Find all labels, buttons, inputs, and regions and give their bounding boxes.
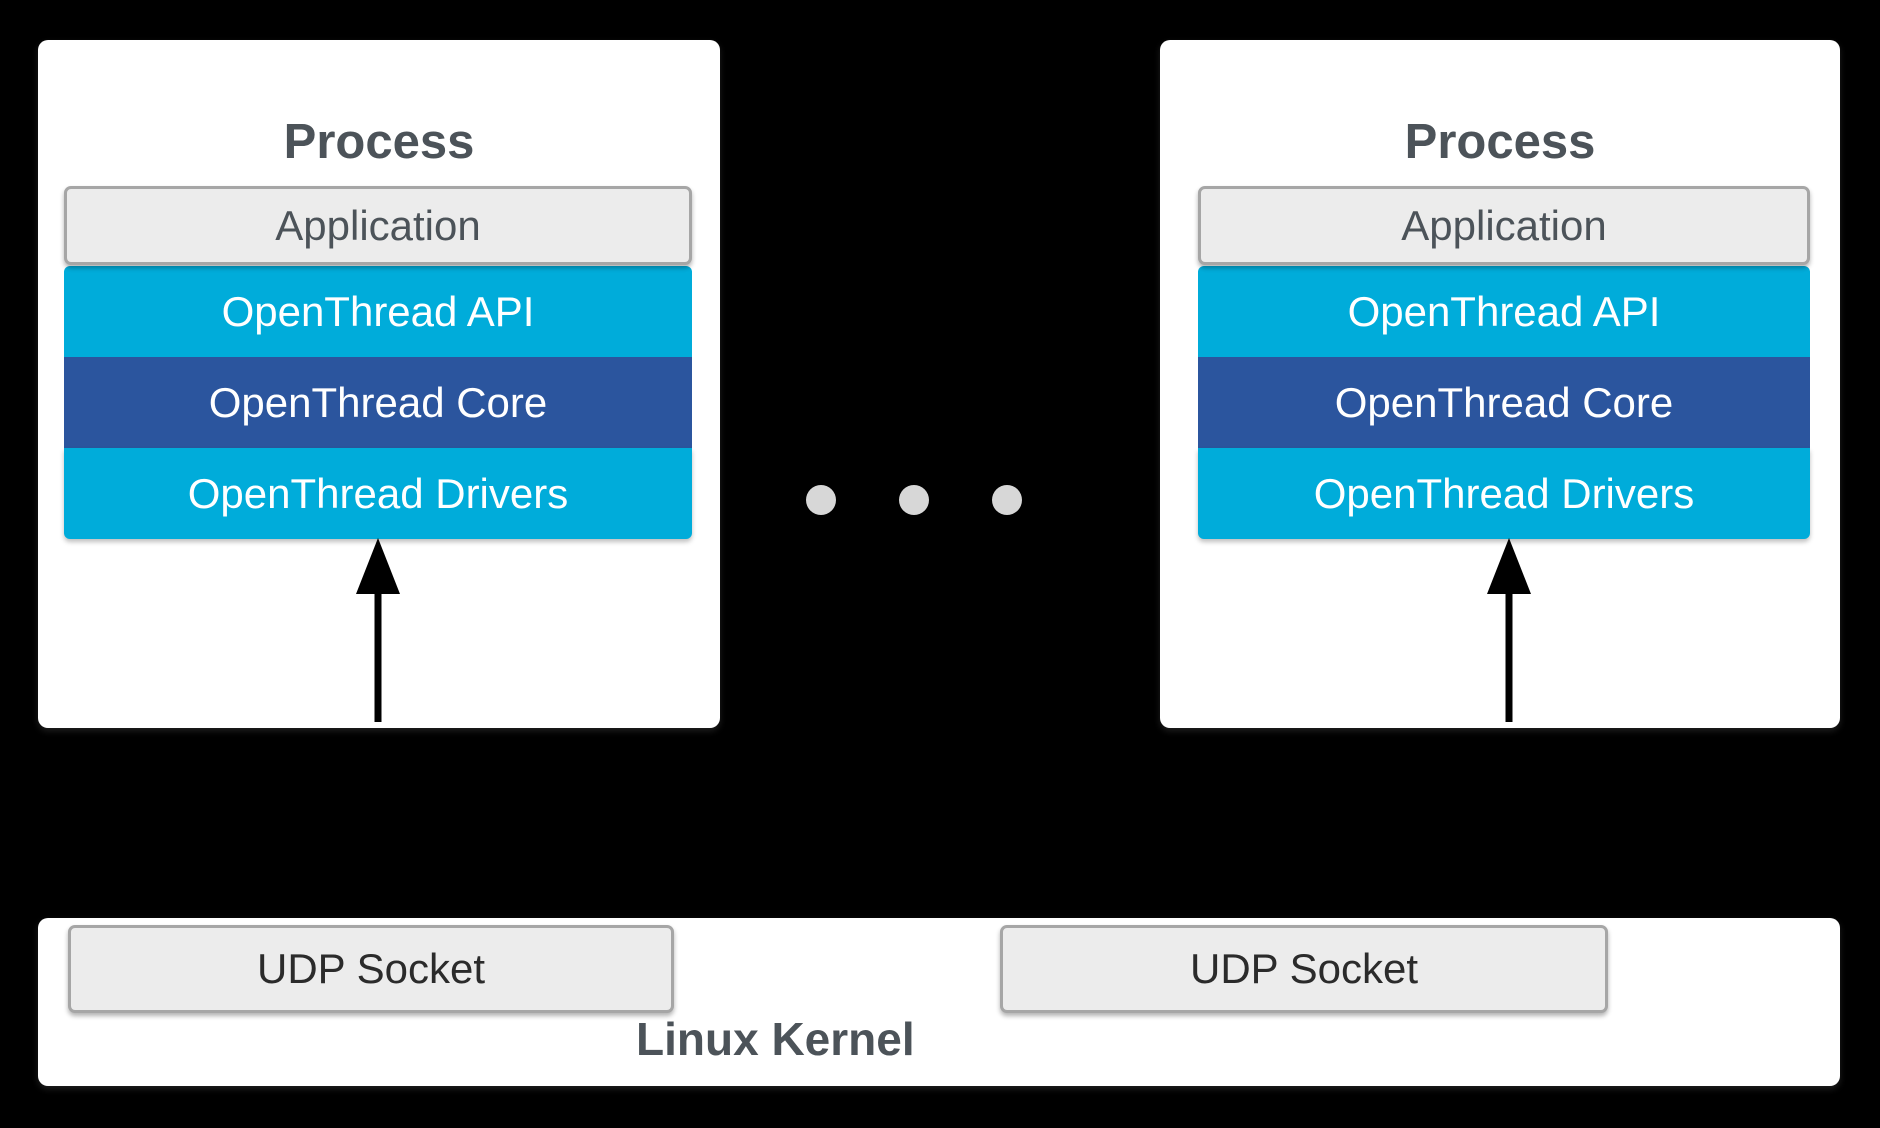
arrow-udp-to-drivers-right [1487,536,1531,722]
openthread-stack-left: Application OpenThread API OpenThread Co… [64,186,692,539]
udp-socket-label-left: UDP Socket [257,945,485,992]
layer-openthread-drivers-right: OpenThread Drivers [1198,448,1810,539]
more-processes-ellipsis [806,485,1022,515]
arrow-up-icon-right [1487,538,1531,722]
ellipsis-dot [992,485,1022,515]
arrow-up-icon-left [356,538,400,722]
udp-socket-label-right: UDP Socket [1190,945,1418,992]
layer-openthread-drivers-left: OpenThread Drivers [64,448,692,539]
layer-application-label-right: Application [1401,201,1607,249]
layer-openthread-drivers-label-right: OpenThread Drivers [1313,469,1695,517]
ellipsis-dot [806,485,836,515]
layer-openthread-drivers-label-left: OpenThread Drivers [187,469,569,517]
layer-openthread-api-left: OpenThread API [64,266,692,357]
layer-openthread-api-right: OpenThread API [1198,266,1810,357]
arrow-udp-to-drivers-left [356,536,400,722]
layer-openthread-api-label-left: OpenThread API [221,287,535,335]
linux-kernel-panel: UDP Socket UDP Socket Linux Kernel [38,918,1840,1086]
linux-kernel-title: Linux Kernel [636,1013,915,1065]
layer-application-left: Application [64,186,692,265]
openthread-stack-right: Application OpenThread API OpenThread Co… [1198,186,1810,539]
udp-socket-box-left: UDP Socket [68,925,674,1013]
udp-socket-box-right: UDP Socket [1000,925,1608,1013]
process-title-right: Process [1404,115,1596,169]
layer-openthread-core-label-left: OpenThread Core [208,378,548,426]
ellipsis-dot [899,485,929,515]
layer-application-right: Application [1198,186,1810,265]
layer-openthread-api-label-right: OpenThread API [1347,287,1661,335]
process-title-left: Process [283,115,475,169]
layer-openthread-core-right: OpenThread Core [1198,357,1810,448]
layer-application-label-left: Application [275,201,481,249]
layer-openthread-core-label-right: OpenThread Core [1334,378,1674,426]
layer-openthread-core-left: OpenThread Core [64,357,692,448]
